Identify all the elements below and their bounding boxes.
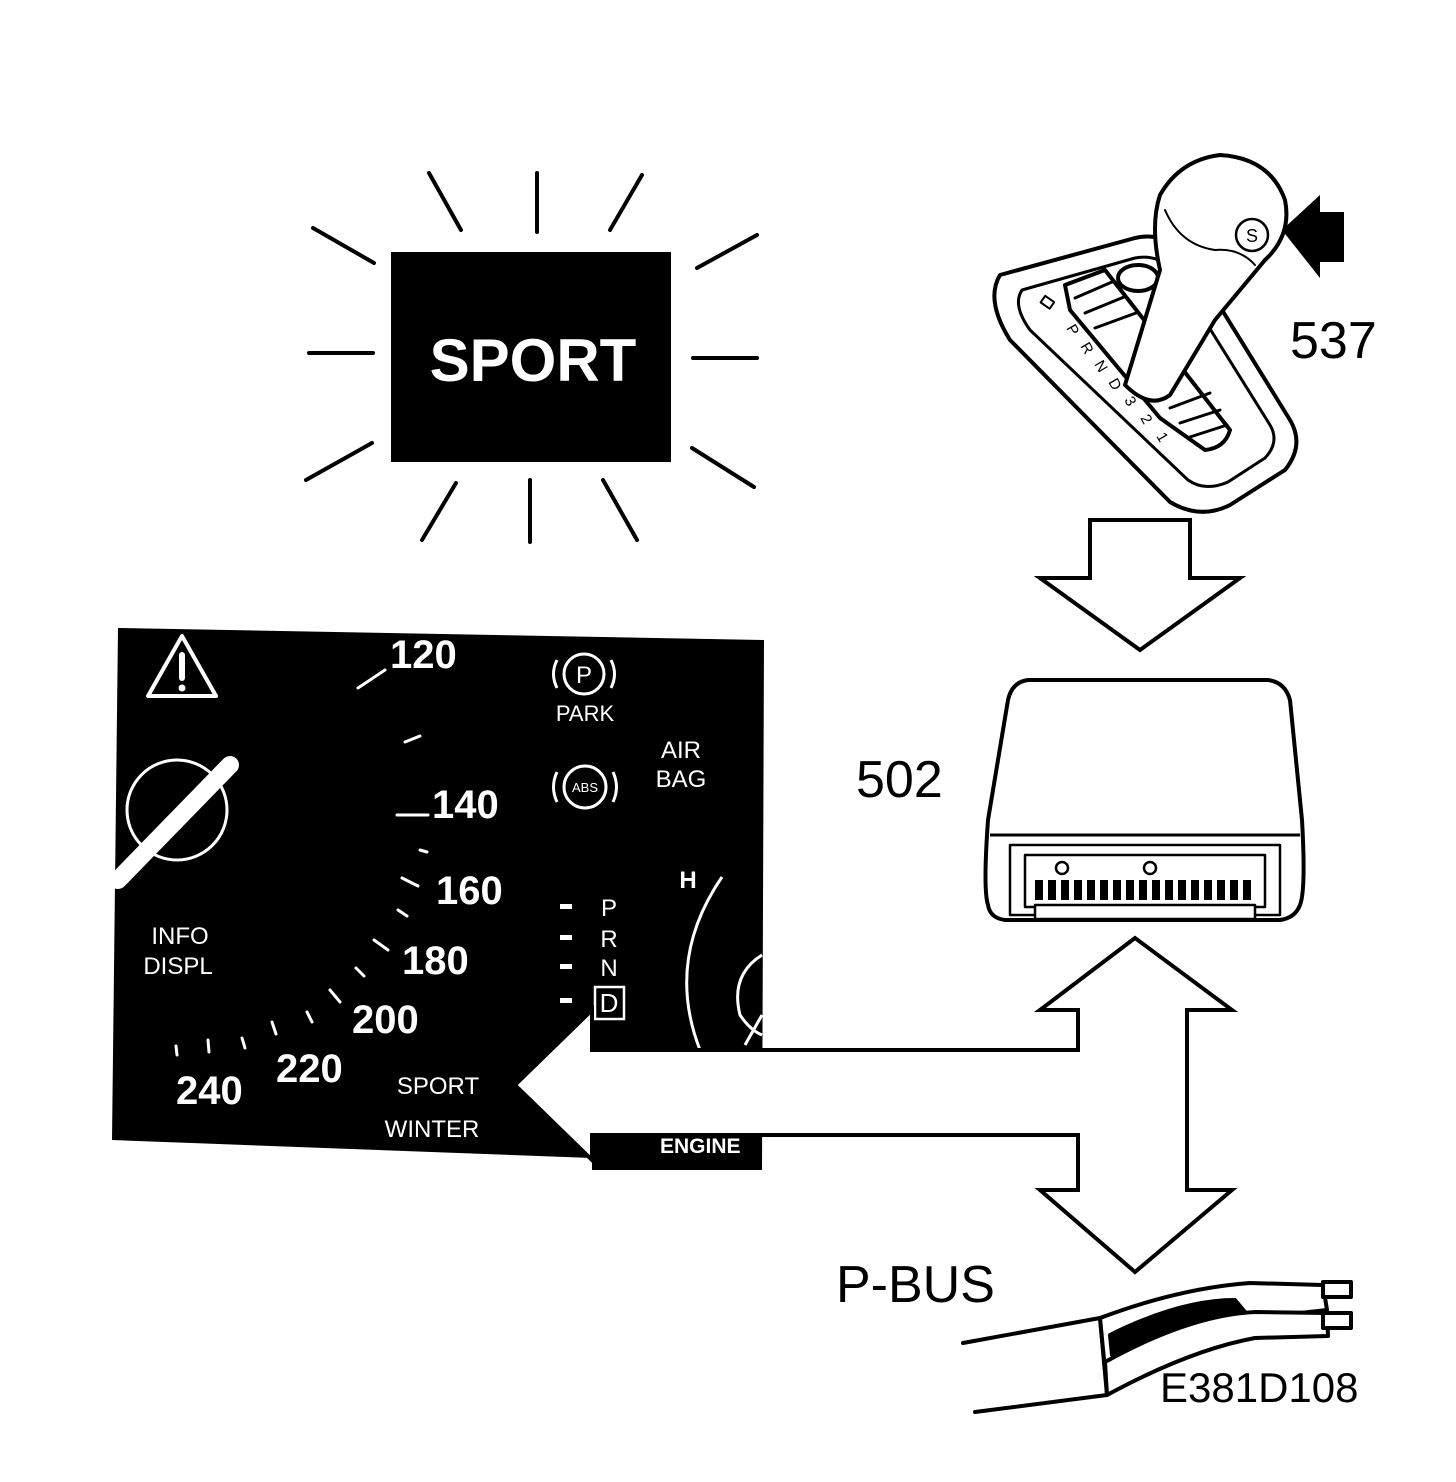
gear-position-markers [560,904,572,1003]
down-arrow [1033,518,1247,653]
temperature-gauge-needle [743,1014,764,1046]
sport-indicator: SPORT [304,171,759,544]
temperature-gauge-label: H [679,867,696,894]
speedometer-ticks [174,668,430,1057]
gear-indicator-d: D [600,988,619,1018]
sport-button-icon [1234,217,1270,253]
speed-label-180: 180 [402,939,469,983]
info-display-knob-icon [109,756,239,889]
gear-indicator-d-frame [593,985,626,1021]
gear-selector-ref-number: 537 [1290,312,1377,370]
bus-cable [961,1280,1353,1414]
bus-cable-pin-top [1321,1280,1353,1299]
control-module [983,678,1306,922]
cluster-bus-arrow [512,935,1239,1275]
bus-cable-wire-black [1108,1298,1247,1357]
airbag-label-line2: BAG [656,766,707,793]
gear-lever-handle [1123,153,1289,403]
gear-indicator-p: P [601,895,617,922]
engine-warning-label: ENGINE [660,1135,741,1158]
bus-cable-wire-inner [1103,1310,1330,1397]
gear-selector-light [1116,263,1160,293]
gear-indicator-r: R [600,926,617,953]
speedometer-labels: 120 140 160 180 200 220 240 [176,633,503,1113]
sport-button-pointer-arrow [1282,195,1344,278]
bus-label: P-BUS [836,1256,995,1314]
sport-indicator-rays [304,171,759,544]
speed-label-140: 140 [432,783,499,827]
sport-button-letter: S [1246,226,1258,246]
speed-label-240: 240 [176,1069,243,1113]
drive-mode-winter-label: WINTER [385,1116,480,1143]
speed-label-200: 200 [352,998,419,1042]
gear-indicator-n: N [600,955,617,982]
abs-warning-icon-text: ABS [572,780,598,795]
abs-warning-icon: ABS [552,764,618,810]
bus-cable-sheath [961,1316,1109,1414]
control-module-ref-number: 502 [856,751,943,809]
airbag-label-line1: AIR [661,737,701,764]
park-brake-icon-letter: P [576,662,592,689]
figure-code: E381D108 [1160,1364,1359,1411]
info-display-label-line1: INFO [151,923,208,950]
info-display-label-line2: DISPL [143,953,212,980]
bus-cable-pin-bottom [1321,1311,1353,1330]
gear-lever-handle-shading [1164,209,1256,266]
gear-selector: S P R N D 3 2 1 [992,153,1344,514]
gear-selector-slot-hatching [1073,280,1229,439]
drive-mode-sport-label: SPORT [397,1073,480,1100]
instrument-cluster: INFO DISPL 120 140 160 180 200 220 [109,628,764,1170]
sport-indicator-box [391,252,671,462]
park-brake-icon: P [552,652,616,696]
speed-label-160: 160 [436,869,503,913]
control-module-pins [1035,880,1251,900]
speed-label-120: 120 [390,633,457,677]
speed-label-220: 220 [276,1047,343,1091]
gear-selector-lamp [1039,294,1056,310]
warning-triangle-icon [146,634,218,698]
sport-indicator-label: SPORT [430,327,637,394]
park-brake-label: PARK [556,701,615,726]
temperature-gauge-arc [685,876,724,1051]
